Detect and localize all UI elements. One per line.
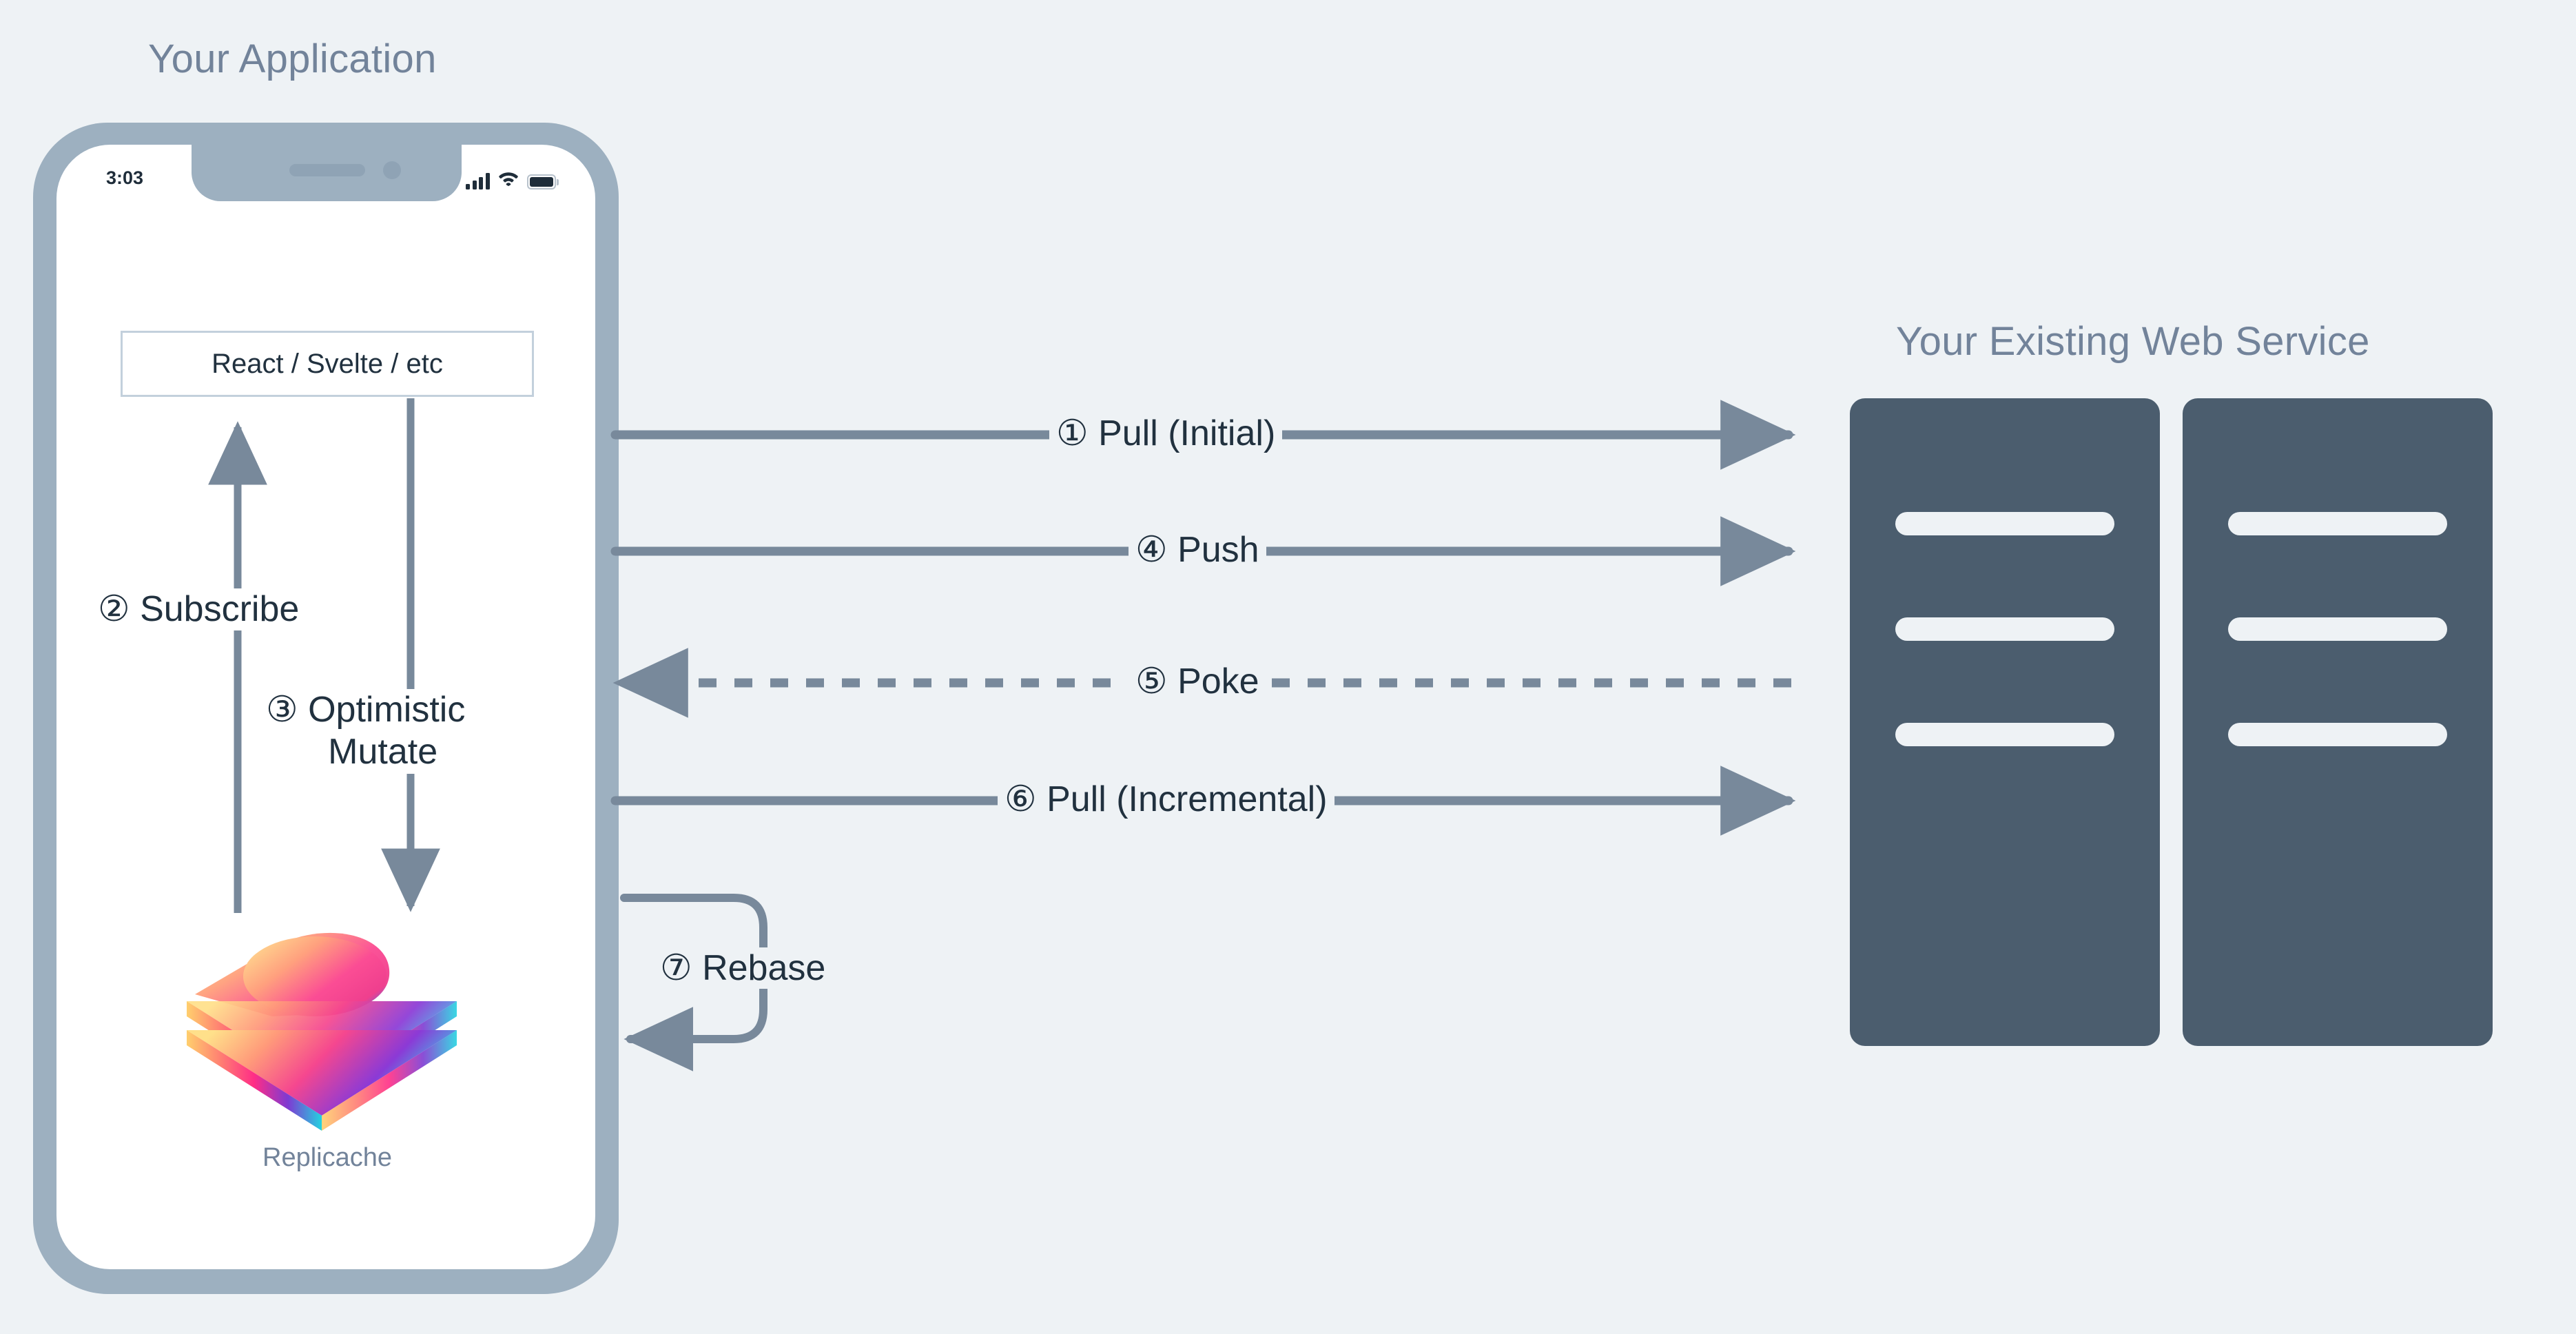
rack-slot bbox=[1895, 512, 2114, 535]
framework-box-label: React / Svelte / etc bbox=[212, 348, 443, 379]
flow-text-optimistic: Optimistic bbox=[308, 690, 466, 730]
phone-camera-icon bbox=[383, 161, 401, 179]
flow-number-6: ⑥ bbox=[1004, 779, 1037, 819]
flow-number-3: ③ bbox=[266, 690, 298, 730]
flow-text-rebase: Rebase bbox=[702, 948, 826, 988]
phone-speaker-icon bbox=[289, 164, 365, 176]
flow-number-2: ② bbox=[98, 589, 130, 629]
flow-number-5: ⑤ bbox=[1135, 661, 1168, 701]
flow-text-pull-initial: Pull (Initial) bbox=[1098, 413, 1276, 453]
flow-number-7: ⑦ bbox=[660, 948, 692, 988]
flow-label-rebase: ⑦ Rebase bbox=[653, 947, 833, 989]
flow-number-1: ① bbox=[1056, 413, 1089, 453]
server-rack-right bbox=[2183, 398, 2493, 1046]
flow-text-mutate: Mutate bbox=[328, 732, 438, 772]
replicache-layers-logo bbox=[169, 913, 472, 1140]
flow-label-subscribe: ② Subscribe bbox=[98, 588, 300, 631]
application-section-title: Your Application bbox=[148, 37, 437, 81]
wifi-icon bbox=[497, 170, 519, 189]
flow-label-optimistic-mutate: ③ Optimistic Mutate bbox=[266, 689, 466, 774]
rack-slot bbox=[2228, 723, 2447, 746]
rack-slot bbox=[1895, 723, 2114, 746]
flow-number-4: ④ bbox=[1135, 530, 1168, 570]
flow-text-pull-incremental: Pull (Incremental) bbox=[1047, 779, 1328, 819]
status-bar-time: 3:03 bbox=[106, 167, 144, 188]
flow-label-pull-initial: ① Pull (Initial) bbox=[1049, 413, 1283, 454]
status-bar-icons bbox=[466, 170, 559, 189]
flow-label-push: ④ Push bbox=[1129, 529, 1266, 571]
rack-slot bbox=[2228, 617, 2447, 641]
framework-box: React / Svelte / etc bbox=[121, 331, 534, 397]
flow-label-pull-incremental: ⑥ Pull (Incremental) bbox=[998, 779, 1335, 820]
flow-text-poke: Poke bbox=[1177, 661, 1259, 701]
cellular-signal-icon bbox=[466, 173, 490, 189]
flow-text-push: Push bbox=[1177, 530, 1259, 570]
battery-full-icon bbox=[526, 174, 559, 189]
flow-text-subscribe: Subscribe bbox=[140, 589, 300, 629]
rack-slot bbox=[2228, 512, 2447, 535]
replicache-label: Replicache bbox=[262, 1143, 392, 1172]
flow-label-poke: ⑤ Poke bbox=[1129, 661, 1266, 702]
server-rack-left bbox=[1850, 398, 2160, 1046]
rack-slot bbox=[1895, 617, 2114, 641]
web-service-section-title: Your Existing Web Service bbox=[1896, 319, 2370, 364]
